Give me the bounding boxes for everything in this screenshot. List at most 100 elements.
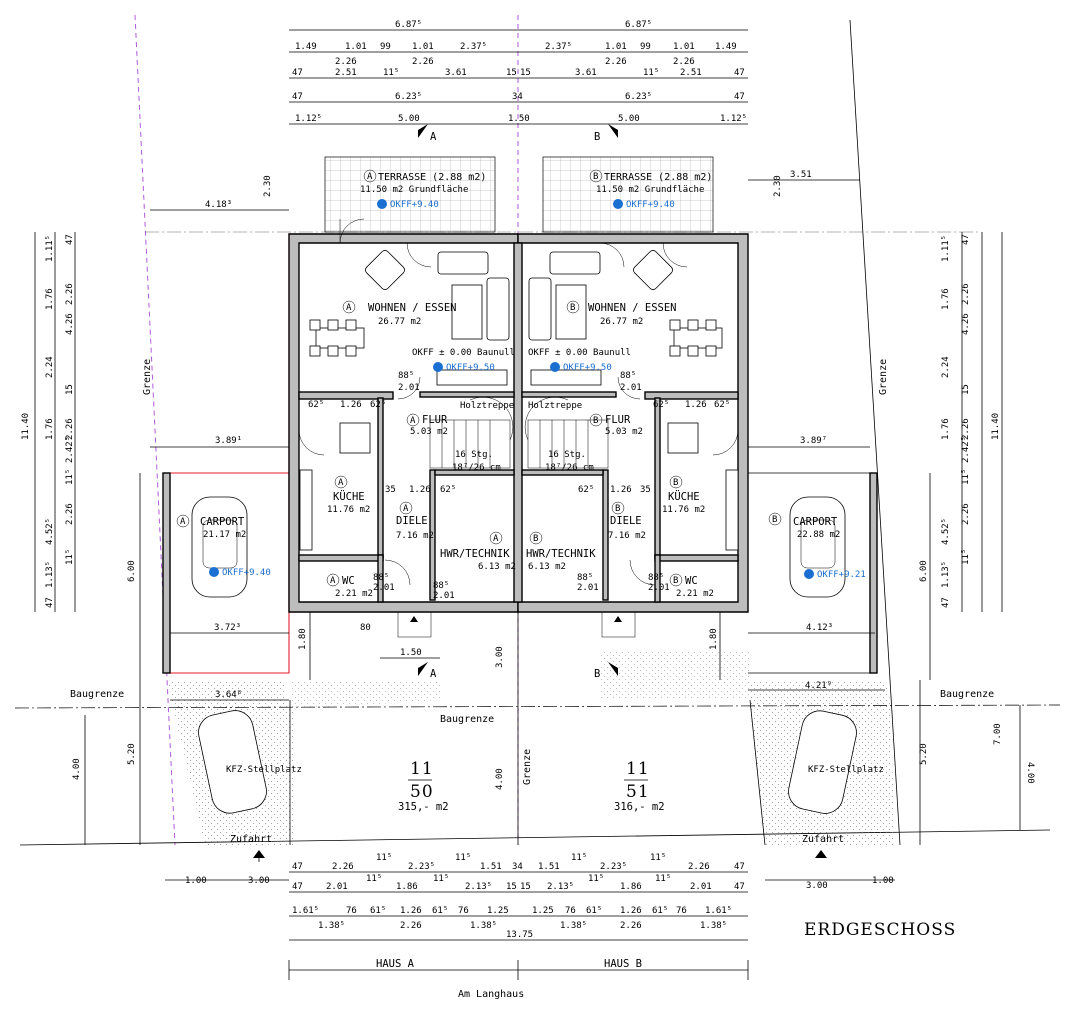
dim: 3.72³ <box>214 623 241 633</box>
terrace-a-area: 11.50 m2 Grundfläche <box>360 185 468 195</box>
walls <box>162 233 878 674</box>
dim: 2.26 <box>688 862 710 872</box>
dim: 4.00 <box>72 758 82 780</box>
dim: 1.26 <box>400 906 422 916</box>
holztreppe-a: Holztreppe <box>460 401 514 411</box>
wohnen-a-area: 26.77 m2 <box>378 317 421 327</box>
dim: 3.00 <box>495 646 505 668</box>
dim: 2.01 <box>690 882 712 892</box>
hwr-b-area: 6.13 m2 <box>528 562 566 572</box>
tag: B <box>533 534 538 544</box>
dim: 3.89¹ <box>215 436 242 446</box>
wc-a-area: 2.21 m2 <box>335 589 373 599</box>
dim: 2.26 <box>961 503 971 525</box>
dim: 62⁵ <box>578 485 594 495</box>
dim: 1.13⁵ <box>45 561 55 588</box>
dim: 2.26 <box>412 57 434 67</box>
tag: A <box>330 576 336 586</box>
dim: 6.00 <box>919 560 929 582</box>
dim: 2.30 <box>773 175 783 197</box>
dim: 1.51 <box>538 862 560 872</box>
dim: 34 <box>512 92 523 102</box>
dim: 11⁵ <box>961 549 971 565</box>
dim: 11⁵ <box>366 874 382 884</box>
flur-b-name: FLUR <box>605 414 631 426</box>
wohnen-b-base: OKFF ± 0.00 Baunull <box>528 348 631 358</box>
street-label: Am Langhaus <box>458 989 524 1000</box>
dim: 88⁵ <box>577 573 593 583</box>
dim: 47 <box>292 92 303 102</box>
dim: 6.23⁵ <box>625 92 652 102</box>
dim: 11⁵ <box>383 68 399 78</box>
dim: 76 <box>676 906 687 916</box>
diele-a-area: 7.16 m2 <box>396 531 434 541</box>
kueche-b-name: KÜCHE <box>668 490 700 503</box>
dim: 1.38⁵ <box>470 921 497 931</box>
dim: 11⁵ <box>433 874 449 884</box>
dim: 2.24 <box>941 356 951 378</box>
dim: 15 <box>520 882 531 892</box>
dim: 1.26 <box>610 485 632 495</box>
dim: 1.49 <box>715 42 737 52</box>
dim: 1.01 <box>673 42 695 52</box>
dim: 3.64⁸ <box>215 690 242 700</box>
flur-a-step: 18⁷/26 cm <box>452 463 501 473</box>
tag: B <box>570 303 575 313</box>
dim: 47 <box>292 882 303 892</box>
dim: 4.00 <box>495 768 505 790</box>
kfz-left-label: KFZ-Stellplatz <box>226 765 302 775</box>
tag: A <box>410 416 416 426</box>
tag: A <box>346 303 352 313</box>
section-a-top: A <box>430 131 437 143</box>
dim: 1.00 <box>185 876 207 886</box>
flur-a-area: 5.03 m2 <box>410 427 448 437</box>
dim: 2.37⁵ <box>545 42 572 52</box>
dim: 2.13⁵ <box>547 882 574 892</box>
diele-b-name: DIELE <box>610 515 642 527</box>
baugrenze-mid-label: Baugrenze <box>440 714 494 725</box>
dim: 61⁵ <box>586 906 602 916</box>
tag: A <box>403 504 409 514</box>
dim: 1.38⁵ <box>700 921 727 931</box>
dim: 3.61 <box>445 68 467 78</box>
dim: 2.26 <box>65 503 75 525</box>
dim: 2.01 <box>326 882 348 892</box>
carport-b-area: 22.88 m2 <box>797 530 840 540</box>
flur-a-name: FLUR <box>422 414 448 426</box>
dim: 2.42⁵ <box>65 436 75 463</box>
tag: A <box>338 478 344 488</box>
dim: 61⁵ <box>370 906 386 916</box>
terrace-b-name: TERRASSE (2.88 m2) <box>604 172 712 183</box>
dim: 4.52⁵ <box>45 518 55 545</box>
dim: 5.20 <box>919 743 929 765</box>
wohnen-a-name: WOHNEN / ESSEN <box>368 302 457 314</box>
dim: 3.61 <box>575 68 597 78</box>
dim: 62⁵ <box>370 400 386 410</box>
drawing-title: ERDGESCHOSS <box>804 920 956 940</box>
flur-b-stairs: 16 Stg. <box>548 450 586 460</box>
section-a-bottom: A <box>430 668 437 680</box>
dim: 62⁵ <box>440 485 456 495</box>
dim: 99 <box>640 42 651 52</box>
dim: 76 <box>565 906 576 916</box>
zufahrt-right-label: Zufahrt <box>802 834 844 845</box>
hwr-b-name: HWR/TECHNIK <box>526 548 596 560</box>
dim: 2.01 <box>373 583 395 593</box>
room-tags: A B A B A B A B A B A B A B A B <box>176 169 782 587</box>
baugrenze-left-label: Baugrenze <box>70 689 124 700</box>
dim: 2.26 <box>961 283 971 305</box>
section-markers <box>253 124 827 862</box>
diele-a-name: DIELE <box>396 515 428 527</box>
dim: 1.86 <box>396 882 418 892</box>
dim: 2.37⁵ <box>460 42 487 52</box>
baugrenze-right-label: Baugrenze <box>940 689 994 700</box>
tag: B <box>593 172 598 182</box>
dim: 1.11⁵ <box>45 235 55 262</box>
dim: 62⁵ <box>653 400 669 410</box>
dim: 2.26 <box>400 921 422 931</box>
dim: 2.26 <box>335 57 357 67</box>
kueche-a-area: 11.76 m2 <box>327 505 370 515</box>
section-b-top: B <box>594 131 600 143</box>
parcel-b-number: 11 <box>626 759 650 779</box>
dim: 1.12⁵ <box>295 114 322 124</box>
